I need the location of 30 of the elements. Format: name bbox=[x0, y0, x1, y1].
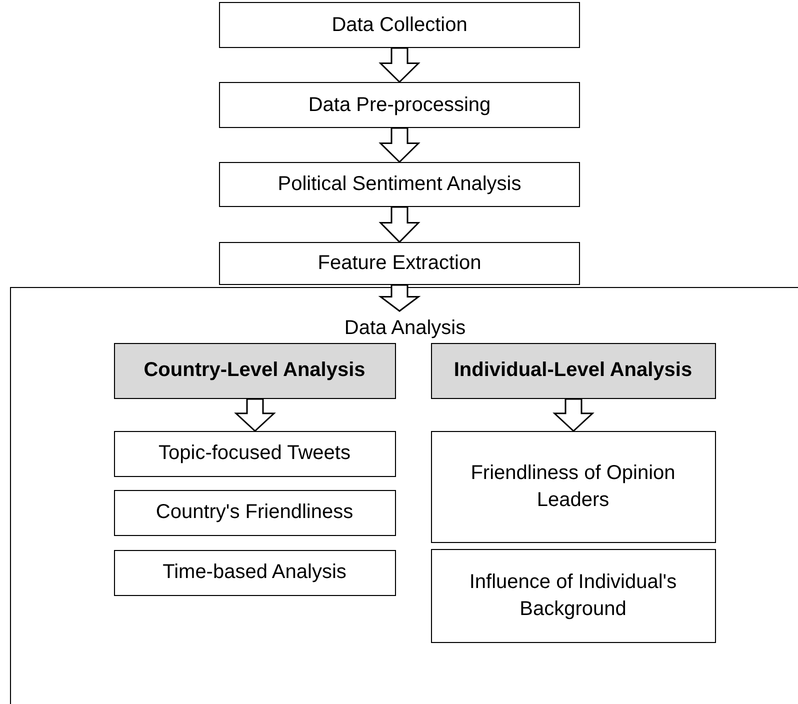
box-label: Country-Level Analysis bbox=[142, 358, 366, 383]
process-box bbox=[219, 82, 580, 128]
box-label: Country's Friendliness bbox=[154, 500, 354, 525]
process-box bbox=[430, 548, 716, 642]
box-label: Topic-focused Tweets bbox=[158, 441, 352, 466]
box-label: Influence of Individual's Background bbox=[468, 570, 678, 622]
process-box bbox=[219, 2, 580, 48]
process-box bbox=[219, 242, 580, 285]
box-label: Data Pre-processing bbox=[307, 92, 492, 118]
block-arrow bbox=[378, 127, 420, 164]
block-arrow bbox=[552, 398, 594, 432]
box-label: Feature Extraction bbox=[316, 251, 482, 276]
process-box bbox=[114, 550, 396, 596]
box-label: Data Collection bbox=[330, 12, 468, 38]
block-arrow bbox=[378, 284, 421, 312]
heading-box bbox=[430, 342, 716, 398]
block-arrow bbox=[378, 206, 420, 244]
group-title: Data Analysis bbox=[343, 316, 467, 341]
box-label: Political Sentiment Analysis bbox=[276, 172, 522, 197]
group-box bbox=[10, 287, 798, 704]
heading-box bbox=[114, 342, 396, 398]
process-box bbox=[430, 430, 716, 542]
block-arrow bbox=[234, 398, 276, 432]
box-label: Friendliness of Opinion Leaders bbox=[470, 460, 676, 512]
process-box bbox=[219, 162, 580, 207]
process-box bbox=[114, 430, 396, 476]
process-box bbox=[114, 490, 396, 536]
box-label: Individual-Level Analysis bbox=[452, 358, 694, 383]
box-label: Time-based Analysis bbox=[162, 560, 348, 585]
block-arrow bbox=[378, 47, 420, 84]
